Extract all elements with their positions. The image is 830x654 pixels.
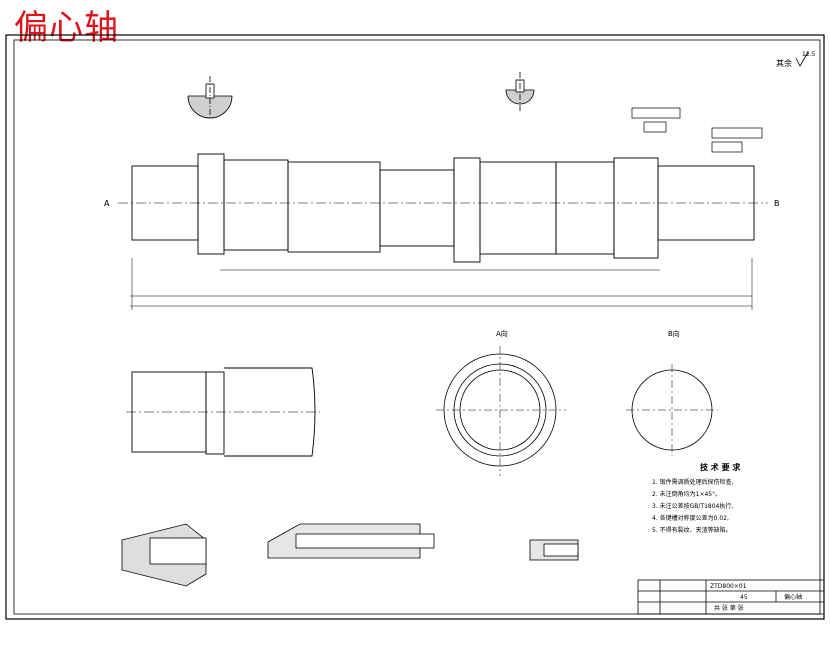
main-shaft-view (118, 153, 768, 310)
view-a-flange (436, 346, 566, 476)
drawing-title: 偏心轴 (14, 8, 119, 48)
tech-requirement-4: 4. 各键槽对称度公差为0.02, (652, 514, 729, 522)
view-b-flange (626, 364, 718, 456)
tolerance-frame-1 (631, 107, 681, 133)
title-block (637, 579, 825, 615)
tech-requirement-2: 2. 未注倒角均为1×45°。 (652, 490, 721, 498)
roughness-note: 其余 (776, 58, 792, 68)
title-block-material: 45 (740, 594, 748, 601)
inner-frame (13, 39, 821, 615)
tech-requirement-1: 1. 锻件需调质处理后探伤检查, (652, 478, 734, 486)
title-block-drawing-no: ZTD800×01 (710, 583, 747, 590)
section-view-n (529, 539, 579, 561)
tech-requirement-3: 3. 未注公差按GB/T1804执行, (652, 502, 733, 510)
section-view-k (121, 523, 207, 587)
roughness-value: 12.5 (802, 51, 816, 58)
title-block-part-name: 偏心轴 (784, 593, 802, 601)
tolerance-frame-2 (711, 127, 763, 153)
shaft-end-detail-view (126, 367, 320, 457)
section-mark-a: A (104, 199, 110, 208)
outer-frame (5, 34, 825, 620)
section-mark-b: B (774, 199, 780, 208)
roughness-symbol-icon (795, 51, 809, 67)
view-label-a: A向 (496, 329, 508, 338)
title-block-footer: 共 张 第 张 (714, 604, 744, 612)
key-section-view-left (187, 76, 233, 120)
tech-requirement-5: 5. 不得有裂纹、夹渣等缺陷。 (652, 526, 732, 534)
section-view-h (267, 523, 435, 559)
view-label-b: B向 (668, 329, 680, 338)
tech-requirements-heading: 技 术 要 求 (700, 462, 741, 472)
key-section-view-right (505, 72, 535, 112)
